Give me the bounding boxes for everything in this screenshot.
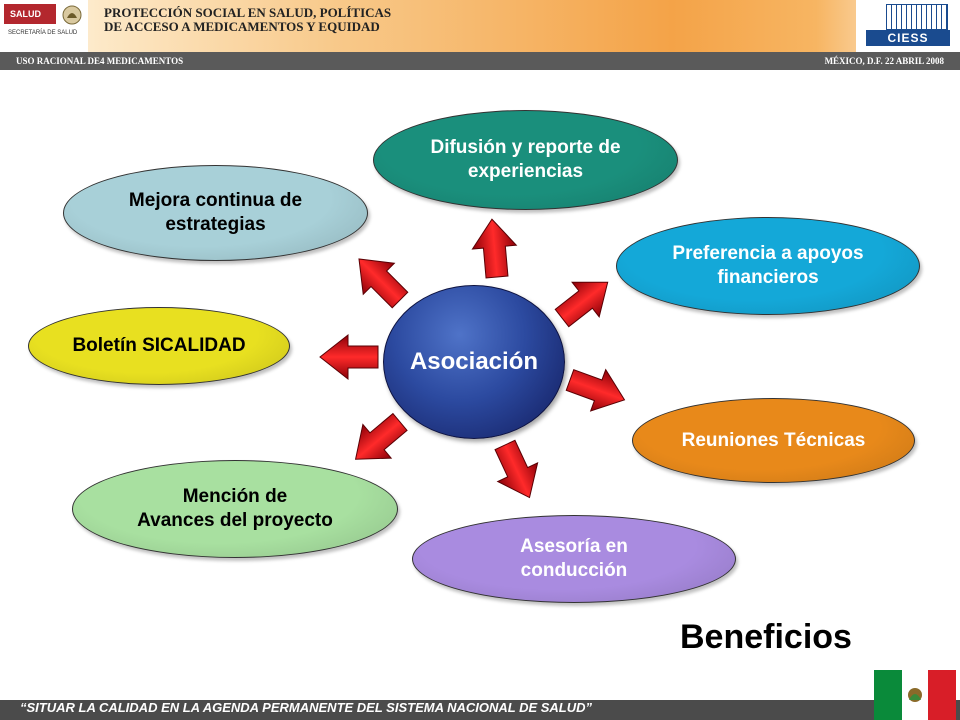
node-mencion-line2: Avances del proyecto <box>137 510 333 531</box>
node-asesoria-line2: conducción <box>520 560 628 581</box>
salud-logo: SALUD SECRETARÍA DE SALUD <box>0 0 88 52</box>
salud-subtitle: SECRETARÍA DE SALUD <box>8 30 78 36</box>
footer-bar <box>0 700 960 720</box>
arrow-to-mencion <box>340 404 415 477</box>
mexico-flag-icon <box>874 670 956 720</box>
node-preferencia: Preferencia a apoyos financieros <box>616 217 920 315</box>
ciess-logo-text: CIESS <box>866 30 950 46</box>
salud-logo-text: SALUD <box>4 4 56 24</box>
node-reuniones-line1: Reuniones Técnicas <box>681 429 866 451</box>
arrow-to-reuniones <box>561 358 633 422</box>
node-preferencia-line1: Preferencia a apoyos <box>672 243 864 264</box>
title-line-1: PROTECCIÓN SOCIAL EN SALUD, POLÍTICAS <box>104 5 392 20</box>
node-reuniones: Reuniones Técnicas <box>632 398 915 483</box>
node-boletin: Boletín SICALIDAD <box>28 307 290 385</box>
node-asesoria: Asesoría en conducción <box>412 515 736 603</box>
arrow-to-difusion <box>469 216 520 280</box>
beneficios-heading: Beneficios <box>680 618 852 656</box>
center-node-label: Asociación <box>409 348 539 375</box>
node-difusion: Difusión y reporte de experiencias <box>373 110 678 210</box>
arrow-to-preferencia <box>547 264 622 336</box>
node-mencion: Mención de Avances del proyecto <box>72 460 398 558</box>
node-asesoria-line1: Asesoría en <box>520 536 628 557</box>
node-mejora-line2: estrategias <box>165 214 266 235</box>
footer-slogan: “SITUAR LA CALIDAD EN LA AGENDA PERMANEN… <box>20 700 593 715</box>
title-line-2: DE ACCESO A MEDICAMENTOS Y EQUIDAD <box>104 19 380 34</box>
arrow-to-asesoria <box>484 435 550 508</box>
node-mencion-line1: Mención de <box>182 486 288 507</box>
node-mejora-line1: Mejora continua de <box>128 190 303 211</box>
node-boletin-line1: Boletín SICALIDAD <box>72 335 246 356</box>
subbar-date: MÉXICO, D.F. 22 ABRIL 2008 <box>824 56 944 66</box>
presentation-title: PROTECCIÓN SOCIAL EN SALUD, POLÍTICAS DE… <box>104 6 391 34</box>
subbar-topic: USO RACIONAL DE4 MEDICAMENTOS <box>16 56 184 66</box>
arrow-to-boletin <box>319 334 379 380</box>
node-difusion-line1: Difusión y reporte de <box>430 137 621 158</box>
ciess-logo: CIESS <box>856 0 960 52</box>
center-node-asociacion: Asociación <box>383 285 565 439</box>
arrow-to-mejora <box>342 242 417 317</box>
ciess-building-icon <box>886 4 948 30</box>
node-preferencia-line2: financieros <box>717 267 819 288</box>
header-banner: SALUD SECRETARÍA DE SALUD PROTECCIÓN SOC… <box>0 0 960 52</box>
mexico-eagle-icon <box>62 5 82 25</box>
subtitle-bar: USO RACIONAL DE4 MEDICAMENTOS MÉXICO, D.… <box>0 52 960 70</box>
node-difusion-line2: experiencias <box>467 161 584 182</box>
node-mejora: Mejora continua de estrategias <box>63 165 368 261</box>
